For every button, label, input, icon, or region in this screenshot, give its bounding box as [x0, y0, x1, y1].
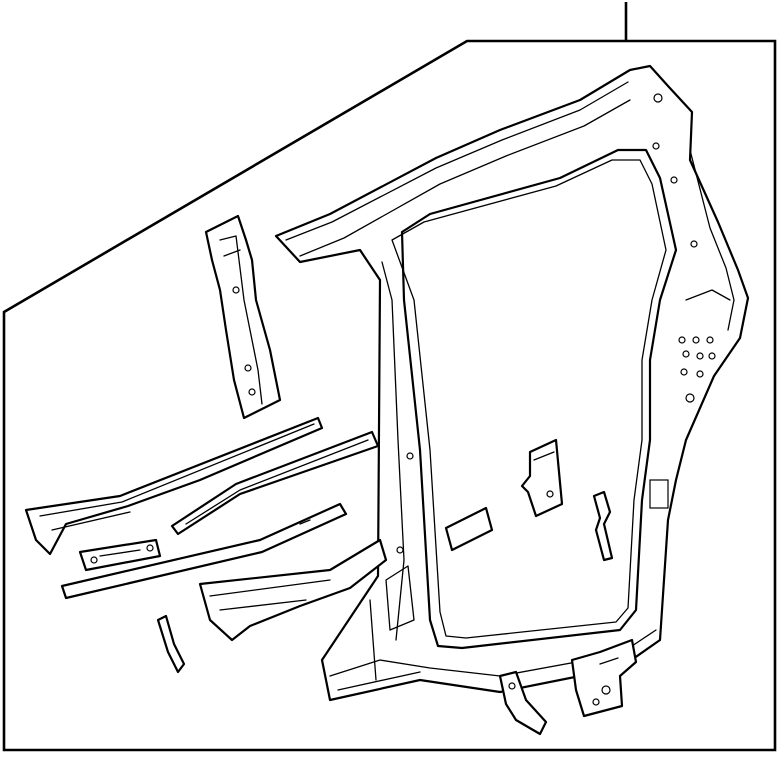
rear-small-bracket: [592, 490, 614, 562]
small-bracket: [156, 614, 186, 674]
lock-striker-bracket: [520, 438, 564, 518]
side-panel-frame: [274, 64, 750, 702]
rocker-filler-plate: [78, 538, 162, 572]
rocker-reinforcement: [170, 430, 380, 536]
a-pillar-reinforcement: [204, 214, 282, 420]
hinge-bracket-lower: [498, 670, 548, 736]
latch-reinforcement: [570, 638, 638, 718]
sill-lower-rail: [60, 502, 348, 600]
group-frame: [2, 39, 777, 752]
rocker-panel-inner: [24, 416, 324, 556]
rear-rocker-extension: [198, 538, 388, 642]
